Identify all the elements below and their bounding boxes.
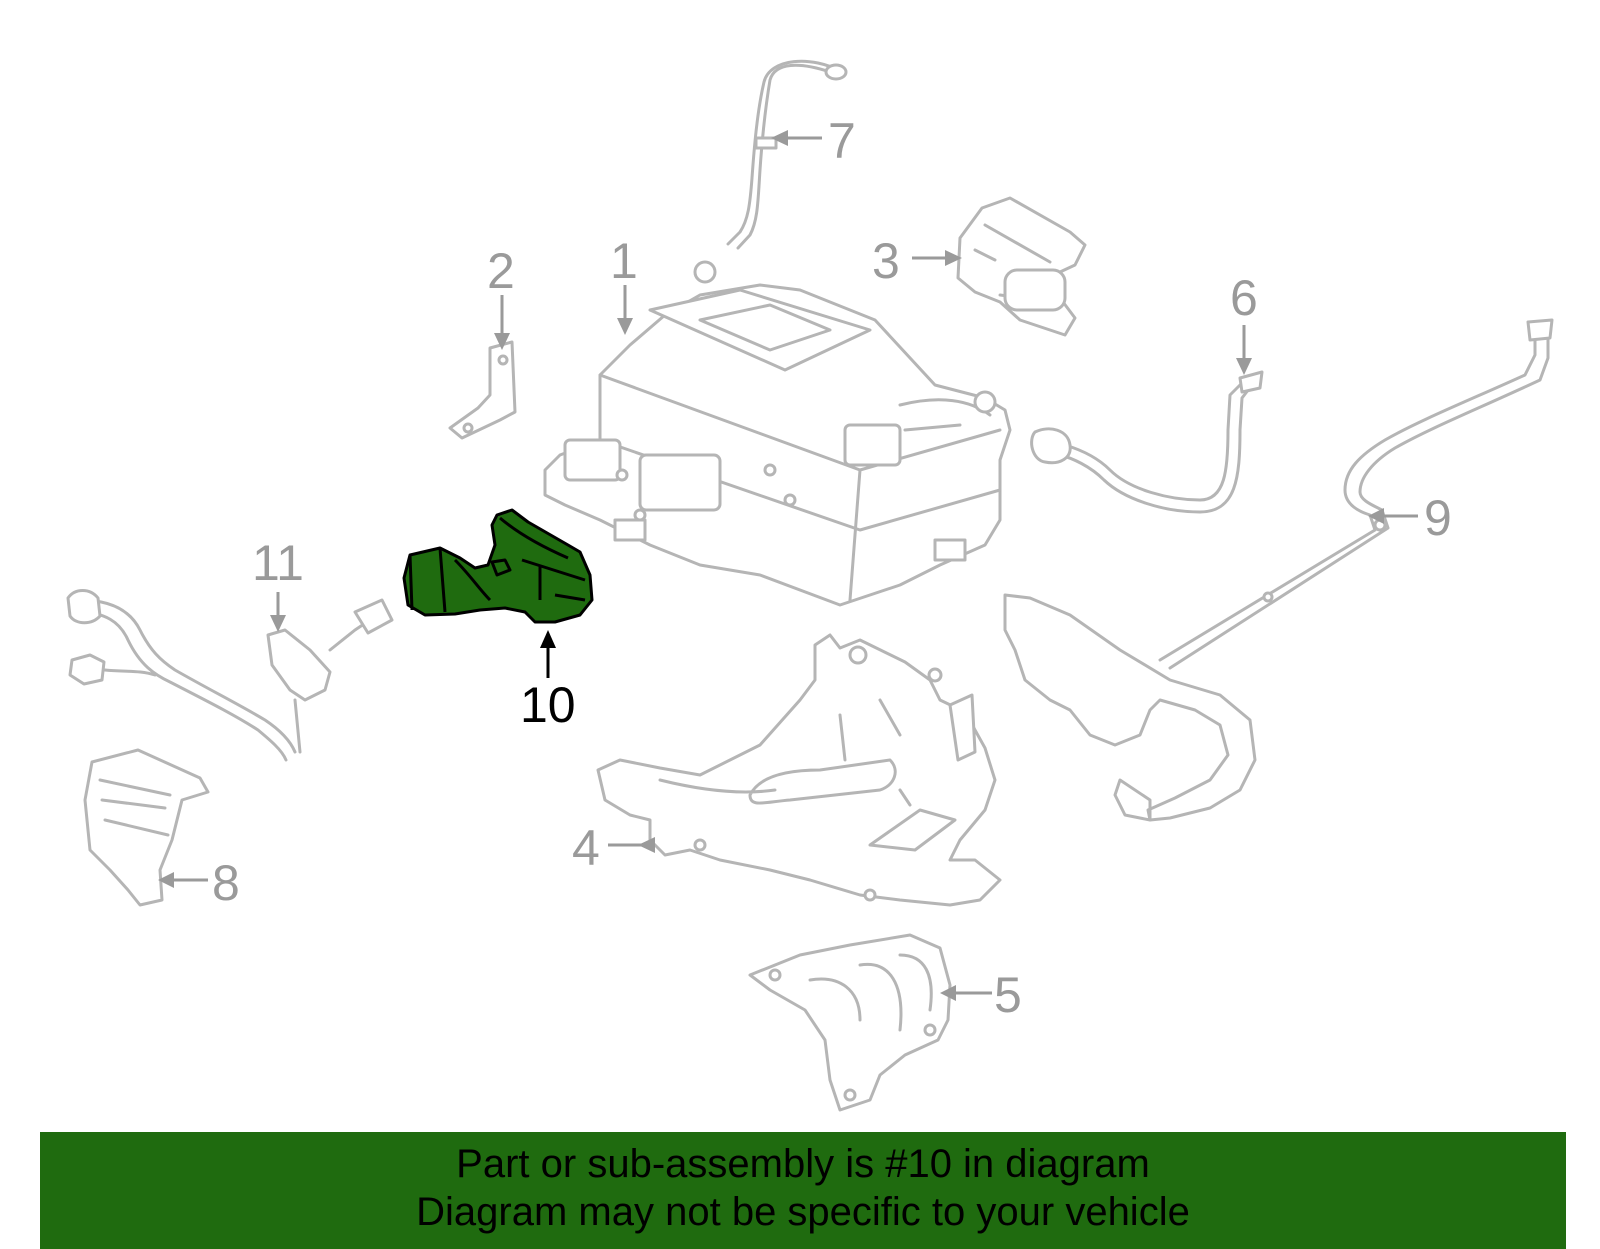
part-7-cable[interactable] [726, 59, 848, 250]
banner-line-1: Part or sub-assembly is #10 in diagram [456, 1142, 1150, 1186]
callout-9: 9 [1424, 490, 1452, 546]
callout-6: 6 [1230, 270, 1258, 326]
callout-2: 2 [487, 243, 515, 299]
callout-4: 4 [572, 820, 600, 876]
callout-arrows [158, 130, 1418, 1001]
part-10-highlighted[interactable] [402, 508, 594, 624]
callout-8: 8 [212, 855, 240, 911]
part-9-frame[interactable] [1003, 593, 1257, 822]
callout-1: 1 [610, 233, 638, 289]
part-9-harness[interactable] [1158, 318, 1554, 670]
callout-7: 7 [828, 113, 856, 169]
part-3-sensor[interactable] [956, 196, 1087, 337]
part-4-tray[interactable] [596, 633, 1002, 907]
callout-5: 5 [994, 967, 1022, 1023]
callout-3: 3 [872, 233, 900, 289]
part-5-heat-shield[interactable] [748, 933, 952, 1112]
part-8-shield[interactable] [83, 748, 210, 907]
callout-10: 10 [520, 677, 576, 733]
part-6-cable[interactable] [1030, 370, 1264, 514]
banner-line-2: Diagram may not be specific to your vehi… [416, 1190, 1190, 1234]
callout-11: 11 [252, 535, 304, 591]
callout-labels: 1 2 3 4 5 6 7 8 9 10 11 [212, 113, 1452, 1023]
part-2-bracket[interactable] [448, 340, 517, 440]
info-banner: Part or sub-assembly is #10 in diagram D… [40, 1132, 1566, 1249]
part-11-cable[interactable] [66, 589, 394, 762]
part-1-inverter[interactable] [543, 260, 1012, 607]
